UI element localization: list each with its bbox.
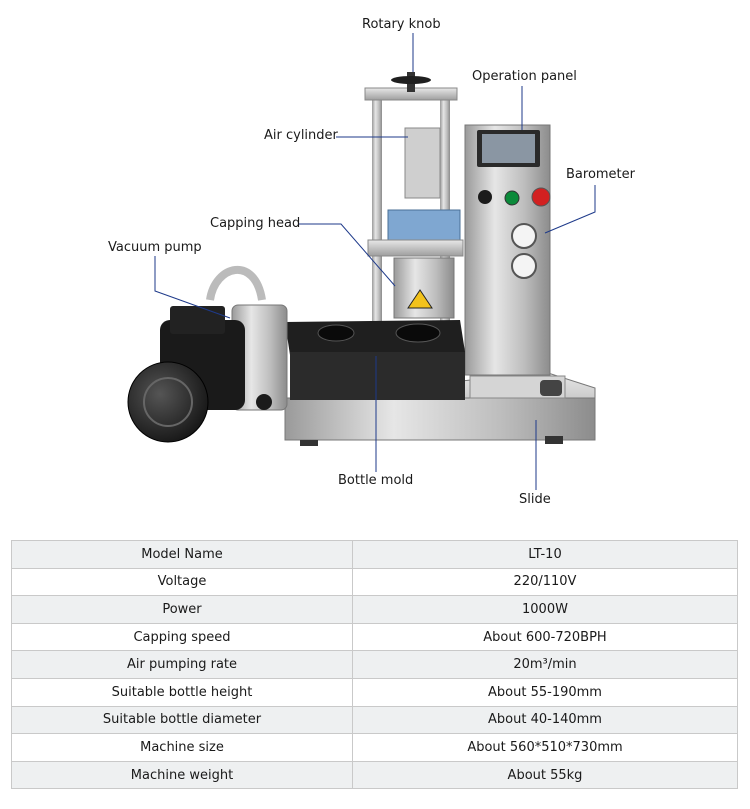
spec-label: Suitable bottle diameter <box>11 705 353 735</box>
capping-frame <box>364 72 464 322</box>
spec-label: Machine size <box>11 733 353 762</box>
spec-label: Voltage <box>11 567 353 597</box>
callout-barometer: Barometer <box>566 167 635 182</box>
control-cabinet <box>464 124 551 376</box>
callout-rotary-knob: Rotary knob <box>362 17 441 32</box>
callout-capping-head: Capping head <box>210 216 301 231</box>
spec-value: LT-10 <box>352 540 738 569</box>
spec-label: Machine weight <box>11 760 353 790</box>
spec-value: About 600-720BPH <box>352 622 738 652</box>
slide-base <box>284 371 596 446</box>
spec-label: Model Name <box>11 540 353 569</box>
bottle-mold-block <box>285 320 465 400</box>
machine-figure: Rotary knob Operation panel Air cylinder… <box>108 17 635 507</box>
spec-value: About 560*510*730mm <box>352 733 738 762</box>
spec-label: Power <box>11 595 353 624</box>
spec-value: About 55-190mm <box>352 677 738 707</box>
machine-illustration <box>127 33 596 490</box>
callout-vacuum-pump: Vacuum pump <box>108 240 202 255</box>
callout-slide: Slide <box>519 492 551 507</box>
spec-value: 220/110V <box>352 567 738 597</box>
callout-air-cylinder: Air cylinder <box>264 128 338 143</box>
spec-value: About 55kg <box>352 760 738 790</box>
spec-value: 1000W <box>352 595 738 624</box>
spec-label: Air pumping rate <box>11 650 353 679</box>
callout-lines <box>154 33 596 490</box>
spec-label: Capping speed <box>11 622 353 652</box>
spec-value: 20m³/min <box>352 650 738 679</box>
vacuum-pump-unit <box>127 266 288 443</box>
callout-bottle-mold: Bottle mold <box>338 473 414 488</box>
spec-value: About 40-140mm <box>352 705 738 735</box>
callout-operation-panel: Operation panel <box>472 69 577 84</box>
spec-label: Suitable bottle height <box>11 677 353 707</box>
